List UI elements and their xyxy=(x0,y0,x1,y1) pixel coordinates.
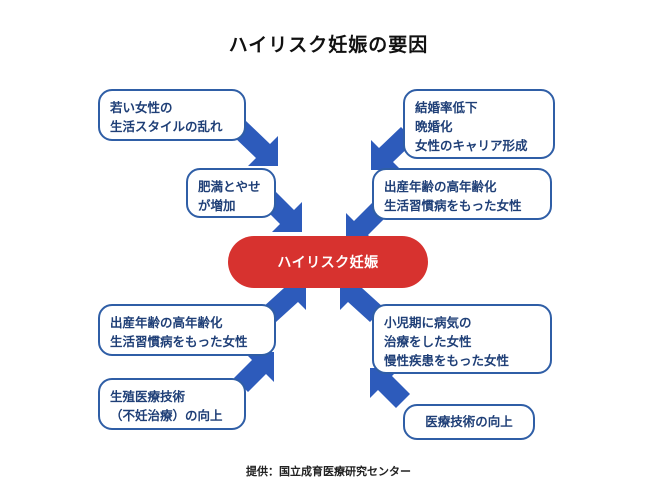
factor-line: 医療技術の向上 xyxy=(425,414,513,429)
diagram-title: ハイリスク妊娠の要因 xyxy=(228,34,429,56)
factor-line: 肥満とやせ xyxy=(198,179,261,194)
factor-line: 女性のキャリア形成 xyxy=(415,138,528,153)
factor-line: 生活習慣病をもった女性 xyxy=(384,198,522,213)
factor-childhood-illness: 小児期に病気の 治療をした女性 慢性疾患をもった女性 xyxy=(372,304,552,374)
factor-line: 慢性疾患をもった女性 xyxy=(384,353,510,368)
center-node: ハイリスク妊娠 xyxy=(228,236,428,288)
factor-medical-tech: 医療技術の向上 xyxy=(403,404,535,440)
factor-older-age-left: 出産年齢の高年齢化 生活習慣病をもった女性 xyxy=(98,304,276,356)
factor-line: 治療をした女性 xyxy=(384,334,472,349)
factor-line: が増加 xyxy=(198,198,236,213)
factor-line: （不妊治療）の向上 xyxy=(110,408,223,423)
factor-line: 若い女性の xyxy=(110,100,173,115)
factor-reproductive-tech: 生殖医療技術 （不妊治療）の向上 xyxy=(98,378,246,430)
factor-older-age-right: 出産年齢の高年齢化 生活習慣病をもった女性 xyxy=(372,168,552,220)
credit-caption: 提供：国立成育医療研究センター xyxy=(246,465,411,478)
factor-line: 生活スタイルの乱れ xyxy=(110,119,223,134)
factor-line: 出産年齢の高年齢化 xyxy=(110,315,223,330)
factor-line: 生殖医療技術 xyxy=(110,389,186,404)
factor-line: 結婚率低下 xyxy=(415,100,478,115)
arrow-reproductive-to-lowerleft xyxy=(234,352,274,392)
factor-line: 生活習慣病をもった女性 xyxy=(110,334,248,349)
arrow-medtech-to-childhood xyxy=(370,368,410,408)
factor-young-lifestyle: 若い女性の 生活スタイルの乱れ xyxy=(98,89,246,141)
factor-line: 小児期に病気の xyxy=(384,315,472,330)
factor-line: 晩婚化 xyxy=(415,119,453,134)
factor-marriage-career: 結婚率低下 晩婚化 女性のキャリア形成 xyxy=(403,89,555,159)
factor-line: 出産年齢の高年齢化 xyxy=(384,179,497,194)
factor-obesity: 肥満とやせ が増加 xyxy=(186,168,276,218)
